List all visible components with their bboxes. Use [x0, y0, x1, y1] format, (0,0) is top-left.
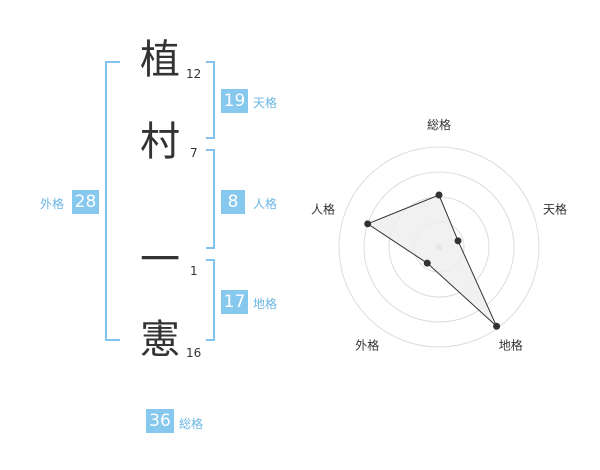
soukaku-value: 36 — [146, 409, 174, 433]
stroke-count-2: 7 — [190, 146, 198, 160]
gaikaku-label: 外格 — [40, 197, 65, 211]
chikaku-value: 17 — [221, 290, 248, 314]
radar-point-1 — [435, 191, 443, 199]
tenkaku-value: 19 — [221, 89, 248, 113]
name-char-4: 憲 — [140, 317, 180, 363]
tenkaku-label: 天格 — [253, 96, 278, 110]
name-char-2: 村 — [140, 119, 180, 165]
stroke-count-1: 12 — [186, 67, 202, 81]
jinkaku-bracket — [206, 149, 215, 249]
radar-axis-label: 総格 — [427, 117, 451, 132]
radar-axis-label: 外格 — [355, 338, 379, 353]
name-char-3: 一 — [140, 237, 180, 283]
chikaku-label: 地格 — [253, 297, 278, 311]
chikaku-bracket — [206, 259, 215, 341]
radar-point-3 — [493, 322, 501, 330]
radar-axis-label: 天格 — [543, 201, 567, 216]
radar-axis-label: 人格 — [311, 201, 335, 216]
stroke-count-3: 1 — [190, 264, 198, 278]
radar-ring — [338, 146, 540, 348]
stroke-count-4: 16 — [186, 346, 202, 360]
gaikaku-value: 28 — [72, 190, 99, 214]
gaikaku-bracket — [105, 61, 120, 341]
tenkaku-bracket — [206, 61, 215, 139]
name-char-1: 植 — [140, 37, 180, 83]
jinkaku-value: 8 — [221, 190, 245, 214]
radar-point-4 — [423, 259, 431, 267]
jinkaku-label: 人格 — [253, 197, 278, 211]
radar-polygon — [366, 194, 498, 327]
radar-point-5 — [364, 220, 372, 228]
radar-point-2 — [454, 237, 462, 245]
soukaku-label: 総格 — [179, 417, 204, 431]
radar-axis-label: 地格 — [499, 338, 523, 353]
radar-ring — [363, 171, 515, 323]
